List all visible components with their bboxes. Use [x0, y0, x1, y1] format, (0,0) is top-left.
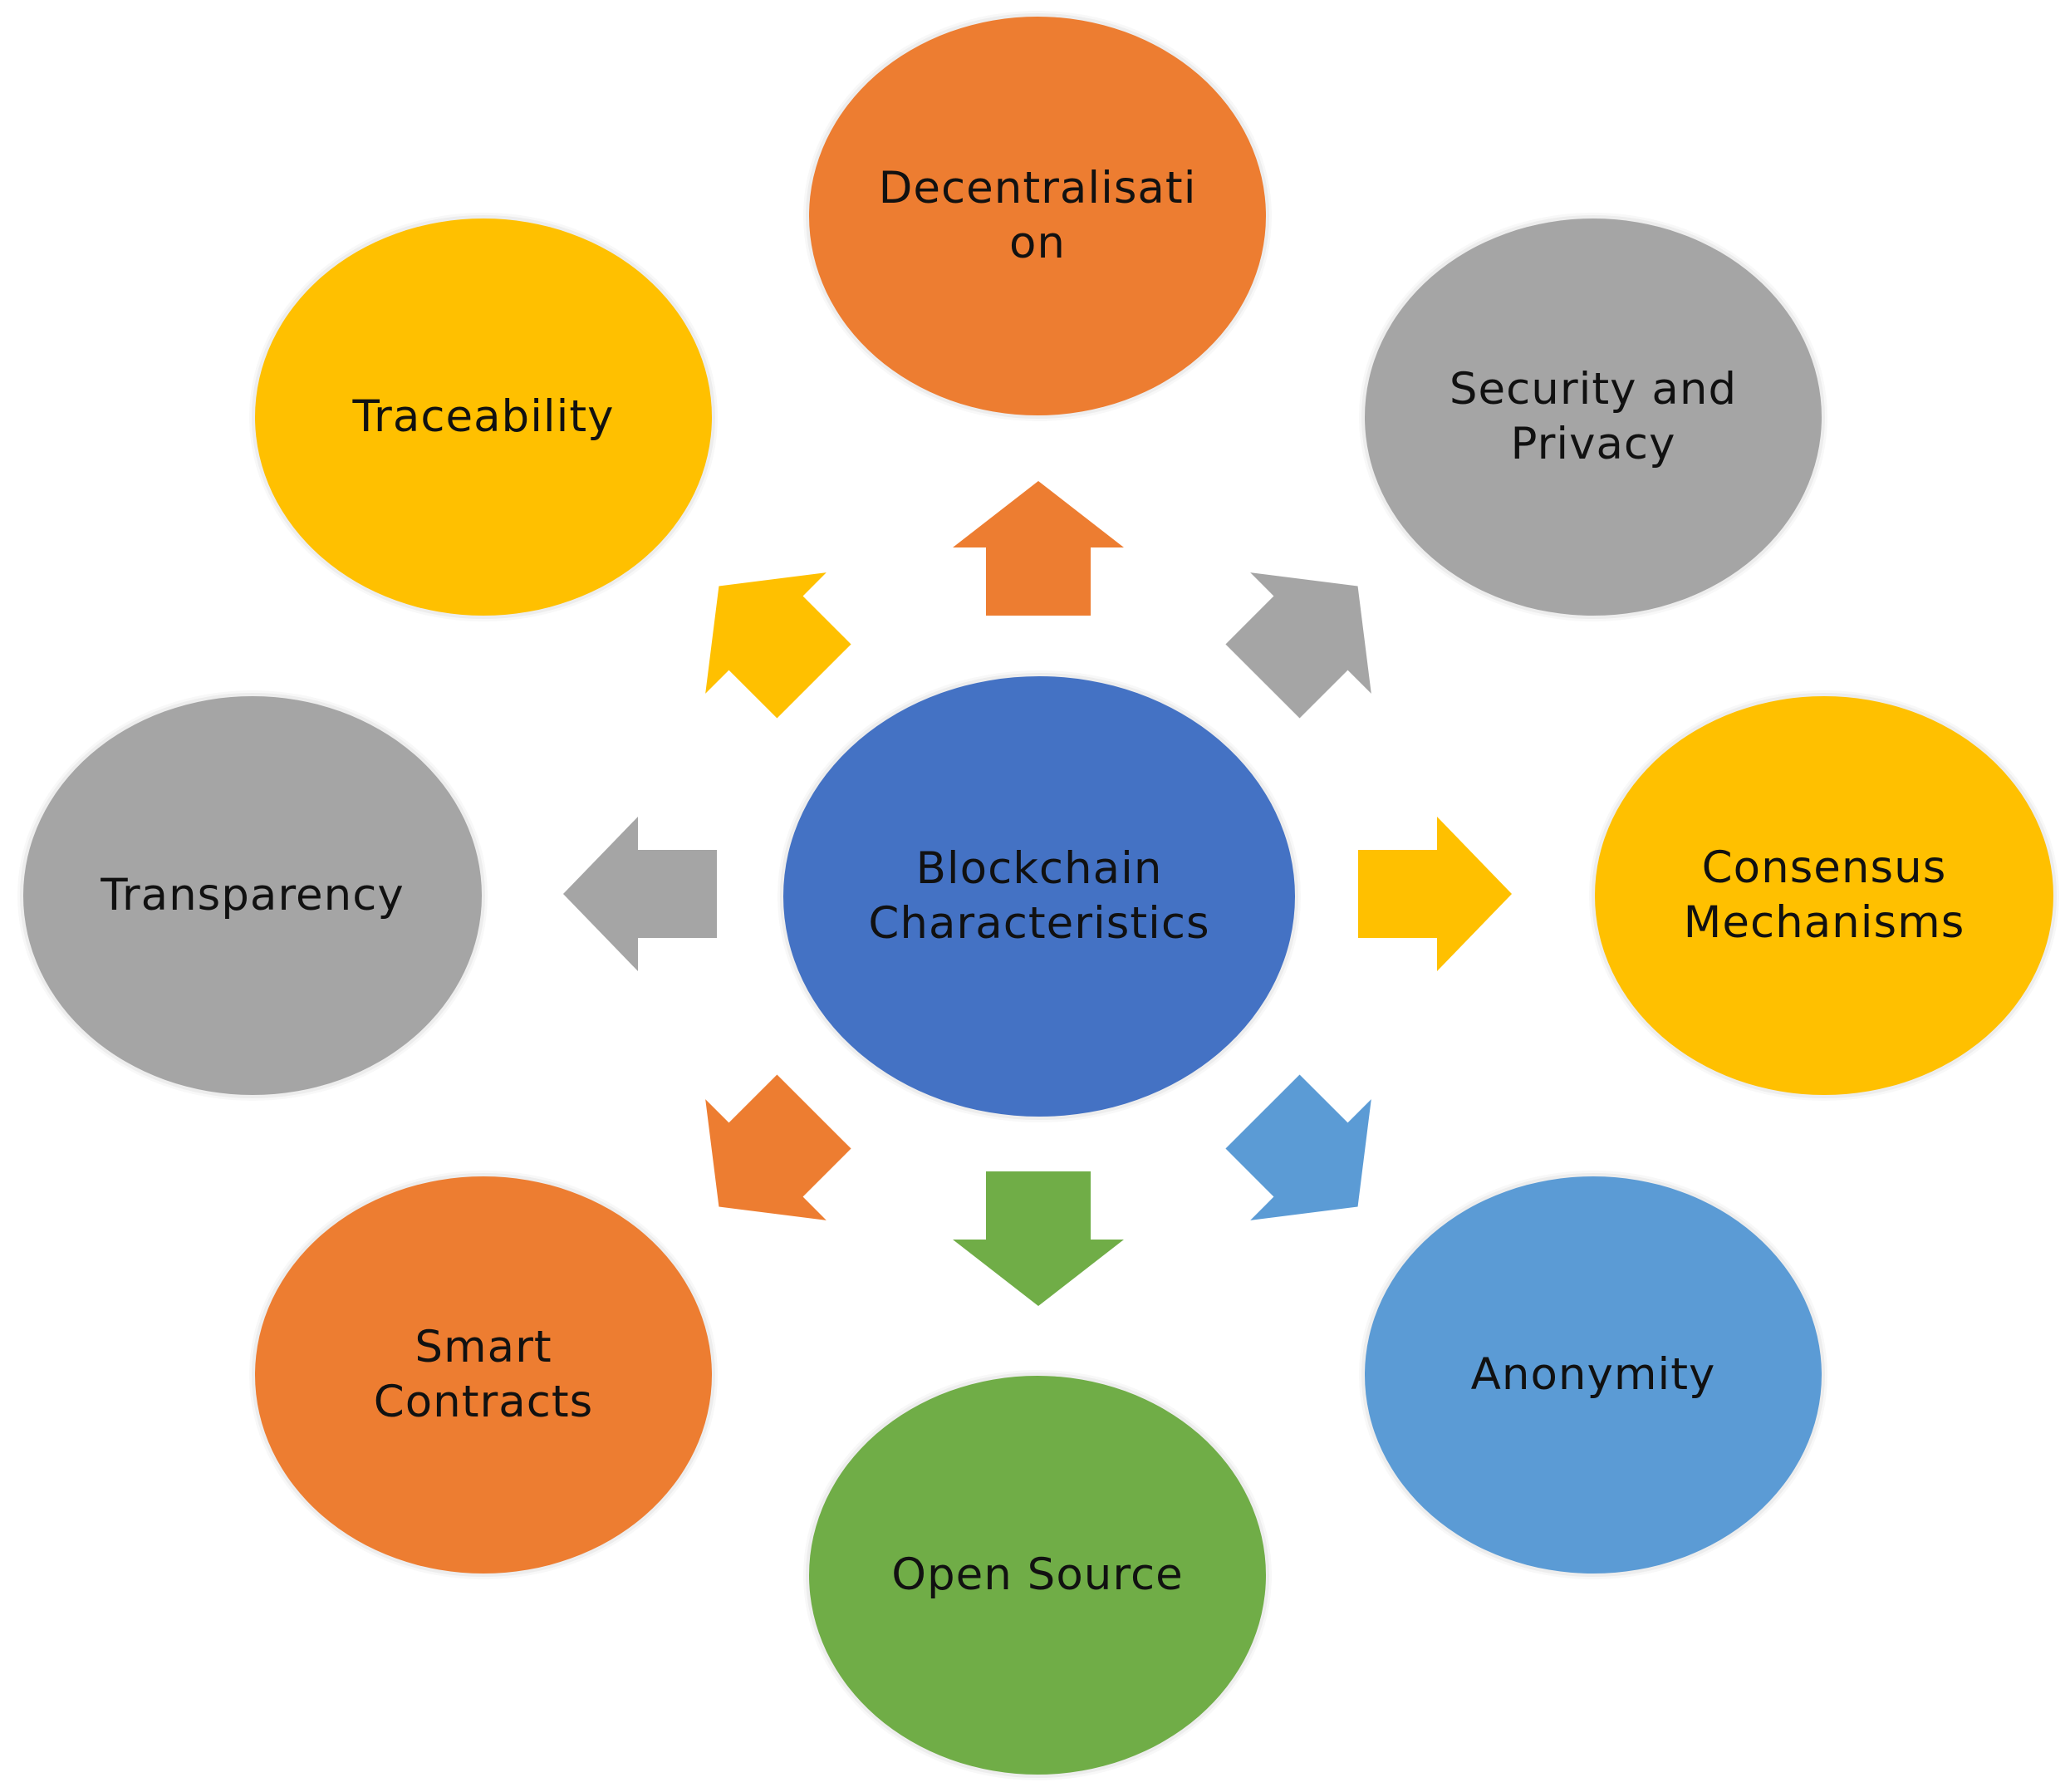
arrow-up-right-icon: [1225, 572, 1371, 719]
arrow-to-decentralisation: [953, 481, 1124, 616]
node-transparency: Transparency: [23, 696, 482, 1095]
arrow-to-anonymity: [1225, 1074, 1371, 1220]
node-decentralisation: Decentralisation: [809, 17, 1266, 415]
node-traceability: Traceability: [255, 218, 712, 616]
node-traceability-label: Traceability: [352, 391, 615, 442]
arrow-down-right-icon: [1225, 1074, 1371, 1220]
arrow-up-left-icon: [705, 572, 851, 719]
arrow-to-traceability: [705, 572, 851, 719]
node-consensus-mechanisms: Consensus Mechanisms: [1595, 696, 2053, 1095]
arrow-to-transparency: [563, 817, 717, 971]
node-open-source: Open Source: [809, 1376, 1266, 1775]
arrow-to-security-and-privacy: [1225, 572, 1371, 719]
arrow-to-open-source: [953, 1171, 1124, 1306]
arrow-down-icon: [953, 1171, 1124, 1306]
node-anonymity: Anonymity: [1365, 1176, 1822, 1574]
node-smart-contracts-label: Smart Contracts: [373, 1322, 594, 1427]
node-security-and-privacy-label: Security and Privacy: [1449, 364, 1738, 469]
node-security-and-privacy: Security and Privacy: [1365, 218, 1822, 616]
node-open-source-label: Open Source: [891, 1549, 1184, 1600]
arrow-to-smart-contracts: [705, 1074, 851, 1220]
center-node-label: Blockchain Characteristics: [868, 843, 1210, 949]
node-consensus-mechanisms-label: Consensus Mechanisms: [1683, 842, 1965, 948]
arrow-to-consensus-mechanisms: [1358, 817, 1512, 971]
node-anonymity-label: Anonymity: [1470, 1349, 1716, 1400]
node-transparency-label: Transparency: [101, 870, 405, 921]
node-smart-contracts: Smart Contracts: [255, 1176, 712, 1574]
node-decentralisation-label: Decentralisation: [878, 163, 1197, 268]
arrow-down-left-icon: [705, 1074, 851, 1220]
center-node-blockchain-characteristics: Blockchain Characteristics: [783, 676, 1295, 1117]
arrow-left-icon: [563, 817, 717, 971]
arrow-up-icon: [953, 481, 1124, 616]
arrow-right-icon: [1358, 817, 1512, 971]
